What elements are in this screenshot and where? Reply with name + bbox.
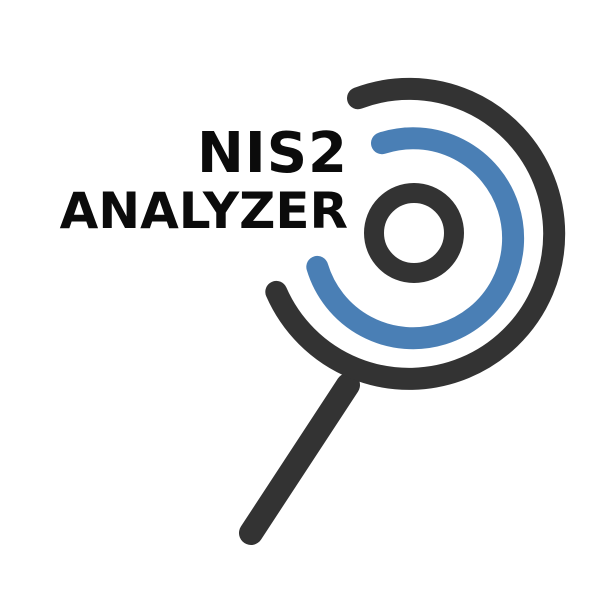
- outer-arc: [265, 77, 566, 390]
- magnifying-glass-handle: [239, 373, 360, 545]
- wordmark-line-analyzer: ANALYZER: [59, 182, 348, 240]
- center-ring: [364, 183, 464, 283]
- wordmark-line-nis2: NIS2: [197, 121, 348, 186]
- wordmark: NIS2 ANALYZER: [38, 121, 348, 240]
- signal-arc-icon: [306, 127, 525, 350]
